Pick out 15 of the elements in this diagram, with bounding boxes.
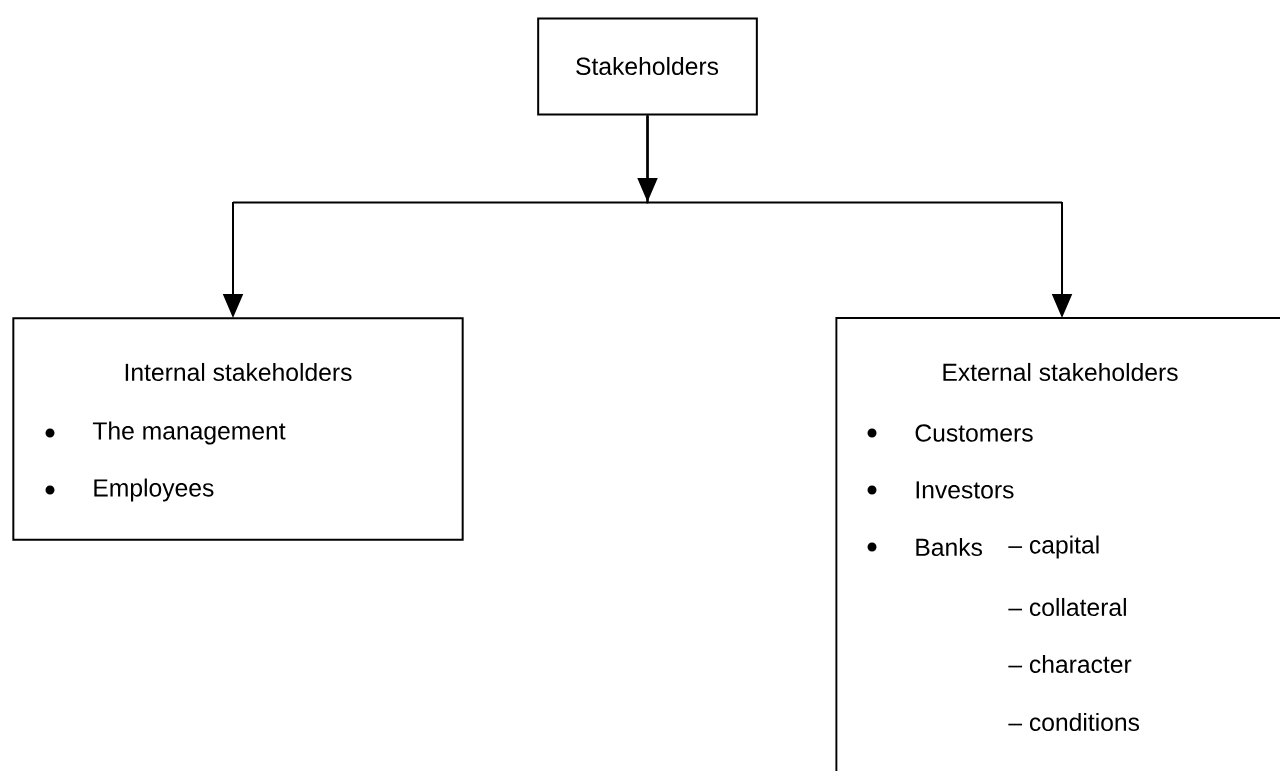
heading: Stakeholders: [576, 56, 719, 76]
stakeholder-box: [12, 317, 464, 541]
heading: Internal stakeholders: [125, 362, 352, 382]
stakeholder-box: [537, 17, 758, 116]
list-item: Employees: [94, 478, 214, 502]
list-item: Banks: [916, 537, 982, 557]
list-item: – conditions: [1008, 712, 1140, 732]
list-item: Investors: [916, 481, 1014, 499]
heading: External stakeholders: [943, 362, 1178, 382]
stakeholder-box: [835, 317, 1280, 771]
list-item: Customers: [915, 424, 1033, 442]
list-item: The management: [92, 421, 286, 445]
list-item: – capital: [1008, 535, 1099, 559]
list-item: – collateral: [1008, 597, 1126, 617]
list-item: – character: [1008, 654, 1132, 674]
